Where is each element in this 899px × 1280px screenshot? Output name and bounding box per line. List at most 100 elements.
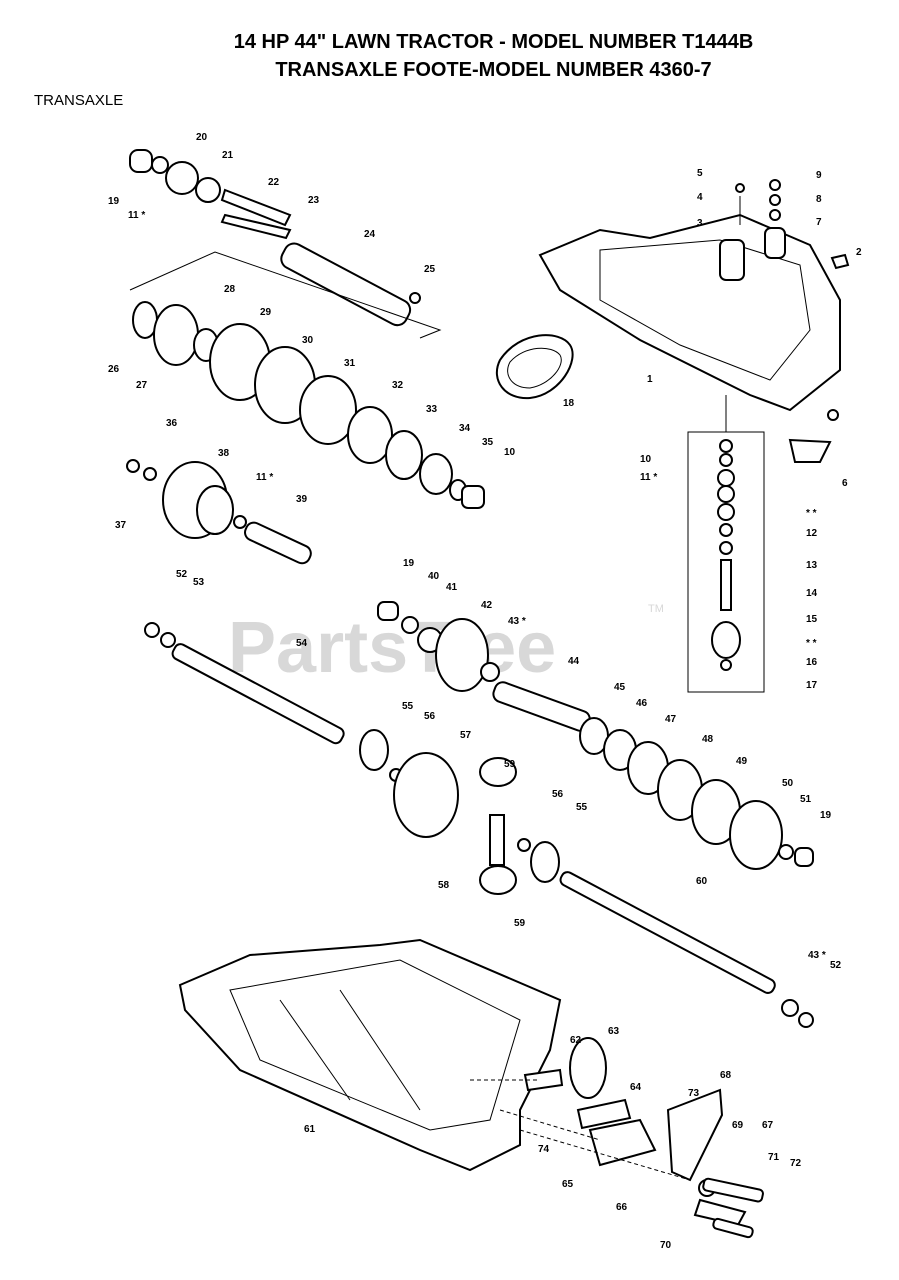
axle-54-assembly — [144, 622, 459, 838]
top-shaft-assembly — [129, 149, 442, 339]
drive-chain — [495, 334, 574, 400]
callout: 62 — [570, 1035, 582, 1046]
callout: 37 — [115, 520, 127, 531]
callout: 69 — [732, 1120, 744, 1131]
callout: 42 — [481, 600, 493, 611]
watermark-tm: TM — [648, 603, 664, 615]
callout: 1 — [647, 374, 653, 385]
callout: 36 — [166, 418, 178, 429]
lower-gear-assembly — [126, 459, 312, 565]
callout: 52 — [176, 569, 188, 580]
callout: 2 — [856, 247, 862, 258]
callout: 54 — [296, 638, 308, 649]
callout: 10 — [640, 454, 652, 465]
callout: 26 — [108, 364, 120, 375]
callout: 19 — [403, 558, 415, 569]
callout: 45 — [614, 682, 626, 693]
callout: 27 — [136, 380, 148, 391]
callout: * * — [806, 638, 817, 649]
lower-housing — [178, 938, 562, 1172]
callout: 19 — [820, 810, 832, 821]
callout: 55 — [576, 802, 588, 813]
callout: 7 — [816, 217, 822, 228]
callout: 65 — [562, 1179, 574, 1190]
callout: 6 — [842, 478, 848, 489]
callout: 34 — [459, 423, 471, 434]
callout: 44 — [568, 656, 580, 667]
callout: 71 — [768, 1152, 780, 1163]
callout: 30 — [302, 335, 314, 346]
callout: 59 — [514, 918, 526, 929]
callout: 11 * — [640, 472, 657, 483]
differential-assembly — [479, 757, 814, 1028]
callout: 60 — [696, 876, 708, 887]
title-block: 14 HP 44" LAWN TRACTOR - MODEL NUMBER T1… — [0, 28, 899, 84]
callout: 47 — [665, 714, 677, 725]
callout: 4 — [697, 192, 703, 203]
shaft-44-gear-train — [377, 601, 814, 870]
callout: 24 — [364, 229, 376, 240]
callout: 43 * — [508, 616, 526, 627]
brake-assembly — [470, 1037, 764, 1239]
callout: 18 — [563, 398, 575, 409]
callout: 15 — [806, 614, 818, 625]
callout: 21 — [222, 150, 234, 161]
page-title: 14 HP 44" LAWN TRACTOR - MODEL NUMBER T1… — [233, 31, 754, 53]
callout: * * — [806, 508, 817, 519]
callout: 52 — [830, 960, 842, 971]
callout: 3 — [697, 218, 703, 229]
callout: 8 — [816, 194, 822, 205]
callout: 61 — [304, 1124, 316, 1135]
callout: 32 — [392, 380, 404, 391]
callout: 38 — [218, 448, 230, 459]
callout: 56 — [424, 711, 436, 722]
page-subtitle: TRANSAXLE FOOTE-MODEL NUMBER 4360-7 — [275, 59, 712, 81]
callout: 29 — [260, 307, 272, 318]
callout: 50 — [782, 778, 794, 789]
callout: 53 — [193, 577, 205, 588]
callout: 49 — [736, 756, 748, 767]
watermark-text: PartsTree — [228, 608, 556, 688]
callout: 59 — [504, 759, 516, 770]
callout: 19 — [108, 196, 120, 207]
callout: 22 — [268, 177, 280, 188]
callout: 10 — [504, 447, 516, 458]
callout: 20 — [196, 132, 208, 143]
callout: 12 — [806, 528, 818, 539]
section-label: TRANSAXLE — [34, 92, 124, 109]
callout: 51 — [800, 794, 812, 805]
callout: 14 — [806, 588, 818, 599]
callout: 11 * — [256, 472, 273, 483]
callout: 31 — [344, 358, 356, 369]
callout: 11 * — [128, 210, 145, 221]
callout: 23 — [308, 195, 320, 206]
callout: 13 — [806, 560, 818, 571]
callout: 57 — [460, 730, 472, 741]
callout: 33 — [426, 404, 438, 415]
upper-housing — [538, 179, 850, 421]
callout-labels: 20 21 19 11 * 22 23 24 25 5 4 3 9 8 7 2 … — [108, 132, 862, 1251]
callout: 28 — [224, 284, 236, 295]
callout: 70 — [660, 1240, 672, 1251]
callout: 74 — [538, 1144, 550, 1155]
callout: 39 — [296, 494, 308, 505]
callout: 25 — [424, 264, 436, 275]
callout: 55 — [402, 701, 414, 712]
callout: 40 — [428, 571, 440, 582]
callout: 16 — [806, 657, 818, 668]
callout: 17 — [806, 680, 818, 691]
callout: 35 — [482, 437, 494, 448]
callout: 66 — [616, 1202, 628, 1213]
shift-assembly-box — [687, 395, 832, 693]
callout: 67 — [762, 1120, 774, 1131]
gear-stack — [132, 301, 485, 509]
callout: 9 — [816, 170, 822, 181]
callout: 46 — [636, 698, 648, 709]
callout: 56 — [552, 789, 564, 800]
callout: 5 — [697, 168, 703, 179]
callout: 64 — [630, 1082, 642, 1093]
callout: 58 — [438, 880, 450, 891]
callout: 41 — [446, 582, 458, 593]
